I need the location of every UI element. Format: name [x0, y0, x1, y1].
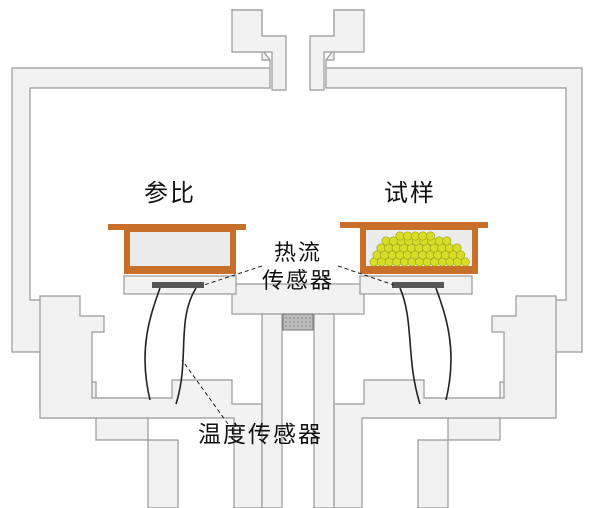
- leader-lines: [181, 265, 395, 425]
- granule: [442, 236, 452, 246]
- sample-granules: [369, 231, 470, 267]
- thermocouple-wires: [144, 287, 452, 405]
- granule: [452, 243, 462, 253]
- granule: [418, 231, 428, 241]
- right-wire-1: [399, 287, 421, 405]
- granule: [410, 231, 420, 241]
- granule: [434, 236, 444, 246]
- left-wire-2: [175, 287, 197, 405]
- heat-flow-leader-right: [337, 265, 395, 286]
- heat-flow-label-line1: 热流: [274, 241, 323, 266]
- granule: [376, 243, 386, 253]
- granule: [425, 231, 435, 241]
- left-chimney: [231, 9, 287, 91]
- right-chimney: [309, 9, 365, 91]
- granule: [403, 231, 413, 241]
- furnace-walls: [11, 9, 583, 508]
- heat-flow-sensor-label: 热流 传感器: [262, 240, 334, 296]
- left-sensor-plate: [152, 282, 204, 288]
- temp-sensor-leader: [181, 359, 229, 425]
- right-sensor-plate: [392, 282, 444, 288]
- right-wire-2: [435, 287, 452, 401]
- center-stem-right: [313, 313, 335, 508]
- right-base-block: [333, 295, 557, 508]
- heat-flow-leader-left: [203, 265, 263, 286]
- sample-label: 试样: [384, 179, 436, 207]
- center-insulator: [282, 313, 314, 331]
- center-stem-left: [261, 313, 283, 508]
- granule: [460, 257, 470, 267]
- left-base-block: [39, 295, 263, 508]
- reference-pan: [108, 224, 246, 274]
- temperature-sensor-label: 温度传感器: [198, 422, 323, 448]
- granule: [456, 250, 466, 260]
- reference-label: 参比: [144, 179, 196, 207]
- left-wire-1: [144, 287, 161, 401]
- heat-flow-label-line2: 传感器: [262, 269, 335, 294]
- granule: [381, 236, 391, 246]
- granule: [395, 231, 405, 241]
